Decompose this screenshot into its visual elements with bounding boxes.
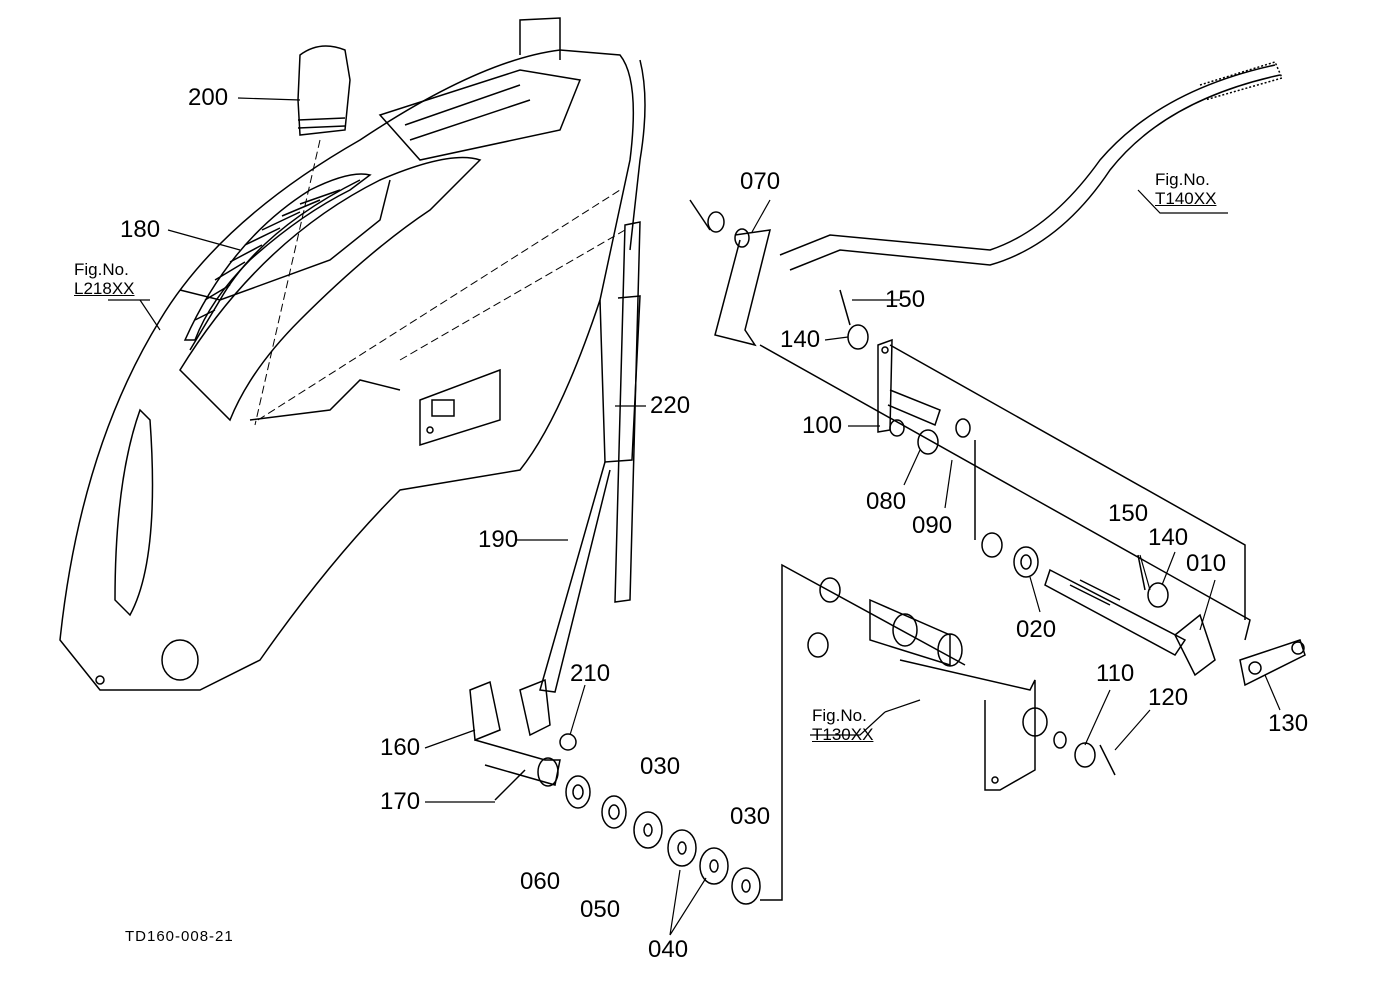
fig-ref-caption: Fig.No. [1155, 170, 1210, 189]
part-label-040: 040 [648, 936, 689, 963]
part-label-200: 200 [188, 84, 229, 111]
shaft-assembly [981, 532, 1306, 687]
part-label-090: 090 [912, 512, 953, 539]
part-label-010: 010 [1186, 550, 1227, 577]
fig-ref-number[interactable]: T130XX [812, 725, 874, 744]
part-label-020: 020 [1016, 616, 1057, 643]
part-label-030: 030 [640, 753, 681, 780]
part-label-150: 150 [885, 286, 926, 313]
part-label-170: 170 [380, 788, 421, 815]
fig-ref-t140xx[interactable]: Fig.No. T140XX [1155, 170, 1216, 208]
fig-ref-number[interactable]: T140XX [1155, 189, 1217, 208]
fender-assembly [59, 17, 646, 691]
fig-ref-number[interactable]: L218XX [74, 279, 135, 298]
bushing-stack [565, 563, 966, 905]
part-label-080: 080 [866, 488, 907, 515]
part-label-150: 150 [1108, 500, 1149, 527]
part-label-100: 100 [802, 412, 843, 439]
bracket [839, 289, 1246, 620]
lever-knob [297, 45, 351, 136]
shaft-holder [807, 577, 1116, 791]
drawing-code: TD160-008-21 [125, 928, 234, 945]
part-label-220: 220 [650, 392, 691, 419]
part-label-160: 160 [380, 734, 421, 761]
part-label-070: 070 [740, 168, 781, 195]
leader-lines [108, 97, 1281, 936]
fig-ref-caption: Fig.No. [74, 260, 129, 279]
lever-rod [519, 221, 641, 737]
part-label-060: 060 [520, 868, 561, 895]
part-label-140: 140 [1148, 524, 1189, 551]
pivot-arm [469, 680, 577, 801]
part-label-210: 210 [570, 660, 611, 687]
part-label-190: 190 [478, 526, 519, 553]
lever-guide-plate [183, 173, 372, 341]
fig-ref-t130xx[interactable]: Fig.No. T130XX [812, 706, 873, 744]
hidden-lines [254, 139, 626, 426]
part-label-180: 180 [120, 216, 161, 243]
part-label-120: 120 [1148, 684, 1189, 711]
part-label-140: 140 [780, 326, 821, 353]
part-label-130: 130 [1268, 710, 1309, 737]
part-label-050: 050 [580, 896, 621, 923]
fig-ref-l218xx[interactable]: Fig.No. L218XX [74, 260, 135, 298]
part-label-110: 110 [1096, 660, 1135, 687]
crank-linkage [689, 61, 1284, 641]
part-label-030: 030 [730, 803, 771, 830]
fig-ref-caption: Fig.No. [812, 706, 867, 725]
